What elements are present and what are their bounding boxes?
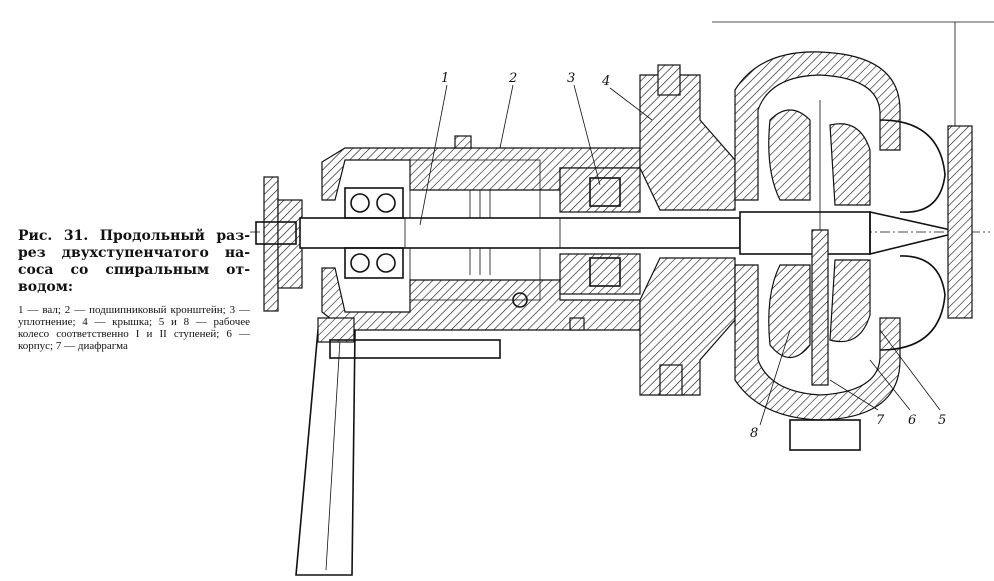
leader-line-1 — [419, 84, 448, 226]
callout-4: 4 — [601, 74, 610, 89]
callout-8: 8 — [750, 426, 758, 441]
callouts: 1 2 3 4 5 6 7 8 — [419, 71, 946, 441]
callout-7: 7 — [876, 413, 885, 428]
figure-caption: Рис. 31. Продольный раз­рез двухступенча… — [18, 228, 250, 352]
leader-line-8 — [759, 329, 791, 426]
shaft — [299, 211, 961, 256]
leader-line-5 — [879, 329, 941, 411]
callout-1: 1 — [441, 71, 449, 86]
impellers — [768, 100, 871, 370]
leader-line-4 — [609, 87, 653, 121]
bearings — [344, 187, 404, 279]
support-leg — [295, 317, 501, 576]
callout-5: 5 — [938, 413, 946, 428]
cover — [639, 64, 736, 396]
caption-legend: 1 — вал; 2 — подшипниковый кронштейн; 3 … — [18, 304, 250, 352]
callout-6: 6 — [908, 413, 916, 428]
leader-line-7 — [829, 379, 879, 411]
leader-line-6 — [869, 359, 911, 411]
caption-title: Рис. 31. Продольный раз­рез двухступенча… — [18, 228, 250, 295]
volute-casing — [734, 51, 973, 451]
callout-2: 2 — [508, 71, 517, 86]
leader-line-3 — [573, 84, 601, 186]
leader-line-2 — [499, 84, 514, 149]
seal — [559, 167, 641, 295]
diaphragm — [811, 229, 829, 386]
callout-3: 3 — [567, 71, 575, 86]
coupling-flange — [255, 176, 303, 312]
